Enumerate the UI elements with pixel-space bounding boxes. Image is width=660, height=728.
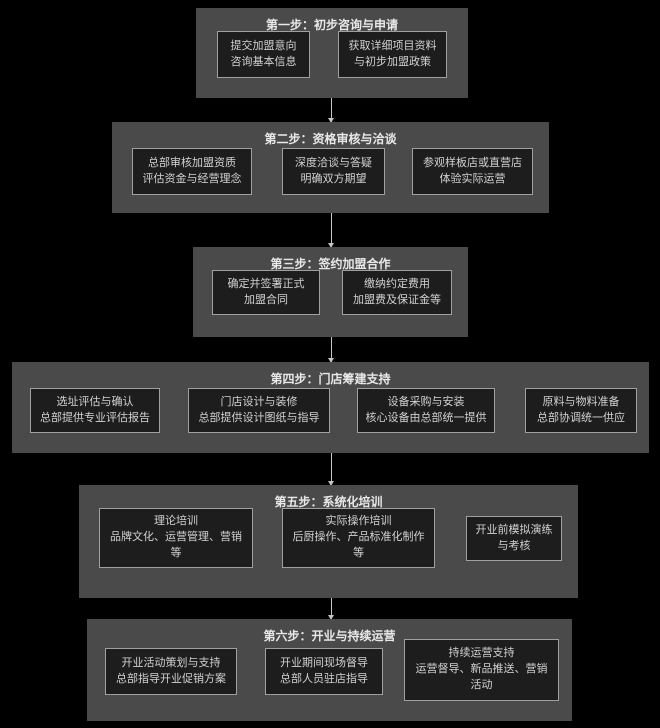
box-text-line: 选址评估与确认 [56, 395, 134, 408]
box-text-line: 与初步加盟政策 [354, 55, 431, 68]
box-text-line: 总部协调统一供应 [537, 411, 625, 424]
box-text-line: 体验实际运营 [439, 172, 506, 185]
box-text-line: 门店设计与装修 [220, 395, 298, 408]
process-box: 提交加盟意向 咨询基本信息 [217, 31, 310, 78]
step-container-4: 第四步：门店筹建支持 选址评估与确认 总部提供专业评估报告 门店设计与装修 总部… [12, 362, 649, 453]
box-text-line: 总部人员驻店指导 [280, 672, 368, 685]
step-container-5: 第五步：系统化培训 理论培训 品牌文化、运营管理、营销 等 实际操作培训 后厨操… [79, 485, 578, 598]
box-text-line: 等 [353, 546, 364, 559]
box-text-line: 与考核 [497, 539, 531, 552]
process-box: 缴纳约定费用 加盟费及保证金等 [342, 270, 452, 315]
box-text-line: 理论培训 [154, 515, 198, 528]
box-text-line: 设备采购与安装 [387, 395, 465, 408]
flow-arrow-down [328, 98, 334, 123]
process-box: 持续运营支持 运营督导、新品推送、营销 活动 [404, 639, 559, 701]
step-title: 第五步：系统化培训 [274, 495, 383, 509]
box-text-line: 原料与物料准备 [542, 395, 620, 408]
box-text-line: 咨询基本信息 [230, 55, 297, 68]
box-text-line: 总部审核加盟资质 [148, 156, 236, 169]
step-title: 第一步：初步咨询与申请 [265, 18, 398, 32]
process-box: 获取详细项目资料 与初步加盟政策 [338, 31, 447, 78]
step-container-2: 第二步：资格审核与洽谈 总部审核加盟资质 评估资金与经营理念 深度洽谈与答疑 明… [112, 122, 549, 213]
box-text-line: 持续运营支持 [448, 647, 515, 660]
box-text-line: 获取详细项目资料 [348, 39, 437, 52]
process-box: 实际操作培训 后厨操作、产品标准化制作 等 [282, 508, 435, 568]
box-text-line: 总部指导开业促销方案 [116, 672, 226, 685]
process-box: 设备采购与安装 核心设备由总部统一提供 [357, 388, 495, 433]
flow-arrow-down [328, 453, 334, 486]
step-title: 第四步：门店筹建支持 [270, 372, 391, 386]
box-text-line: 加盟合同 [244, 293, 288, 306]
flow-arrow-down [328, 213, 334, 248]
box-text-line: 等 [170, 546, 182, 559]
box-text-line: 运营督导、新品推送、营销 [415, 663, 548, 676]
box-text-line: 活动 [470, 678, 493, 691]
box-text-line: 开业期间现场督导 [280, 656, 368, 669]
process-box: 理论培训 品牌文化、运营管理、营销 等 [99, 508, 253, 568]
process-box: 原料与物料准备 总部协调统一供应 [525, 388, 637, 433]
box-text-line: 加盟费及保证金等 [353, 293, 441, 306]
box-text-line: 开业活动策划与支持 [121, 656, 221, 669]
process-box: 开业前模拟演练 与考核 [466, 516, 562, 561]
step-container-6: 第六步：开业与持续运营 开业活动策划与支持 总部指导开业促销方案 开业期间现场督… [87, 619, 572, 721]
box-text-line: 核心设备由总部统一提供 [365, 411, 487, 424]
box-text-line: 实际操作培训 [325, 515, 392, 528]
step-title: 第三步：签约加盟合作 [270, 257, 391, 271]
step-container-3: 第三步：签约加盟合作 确定并签署正式 加盟合同 缴纳约定费用 加盟费及保证金等 [193, 247, 468, 337]
box-text-line: 明确双方期望 [300, 172, 367, 185]
box-text-line: 确定并签署正式 [227, 277, 305, 290]
process-box: 开业活动策划与支持 总部指导开业促销方案 [105, 648, 237, 695]
process-box: 门店设计与装修 总部提供设计图纸与指导 [188, 388, 330, 433]
process-box: 确定并签署正式 加盟合同 [212, 270, 320, 315]
step-title: 第六步：开业与持续运营 [263, 629, 396, 643]
box-text-line: 参观样板店或直营店 [423, 156, 522, 169]
box-text-line: 开业前模拟演练 [475, 523, 553, 536]
process-box: 选址评估与确认 总部提供专业评估报告 [30, 388, 160, 433]
box-text-line: 总部提供设计图纸与指导 [198, 411, 320, 424]
step-container-1: 第一步：初步咨询与申请 提交加盟意向 咨询基本信息 获取详细项目资料 与初步加盟… [196, 8, 468, 98]
box-text-line: 后厨操作、产品标准化制作 [292, 531, 425, 544]
box-text-line: 深度洽谈与答疑 [295, 156, 372, 169]
box-text-line: 缴纳约定费用 [364, 277, 430, 290]
box-text-line: 总部提供专业评估报告 [40, 411, 150, 424]
box-text-line: 品牌文化、运营管理、营销 [110, 531, 242, 544]
process-box: 总部审核加盟资质 评估资金与经营理念 [132, 148, 252, 195]
process-box: 参观样板店或直营店 体验实际运营 [412, 148, 533, 195]
step-title: 第二步：资格审核与洽谈 [264, 132, 397, 146]
process-box: 深度洽谈与答疑 明确双方期望 [282, 148, 385, 195]
process-box: 开业期间现场督导 总部人员驻店指导 [265, 648, 383, 695]
box-text-line: 评估资金与经营理念 [142, 172, 242, 185]
flow-arrow-down [328, 598, 334, 620]
flow-arrow-down [328, 337, 334, 363]
box-text-line: 提交加盟意向 [230, 39, 297, 52]
